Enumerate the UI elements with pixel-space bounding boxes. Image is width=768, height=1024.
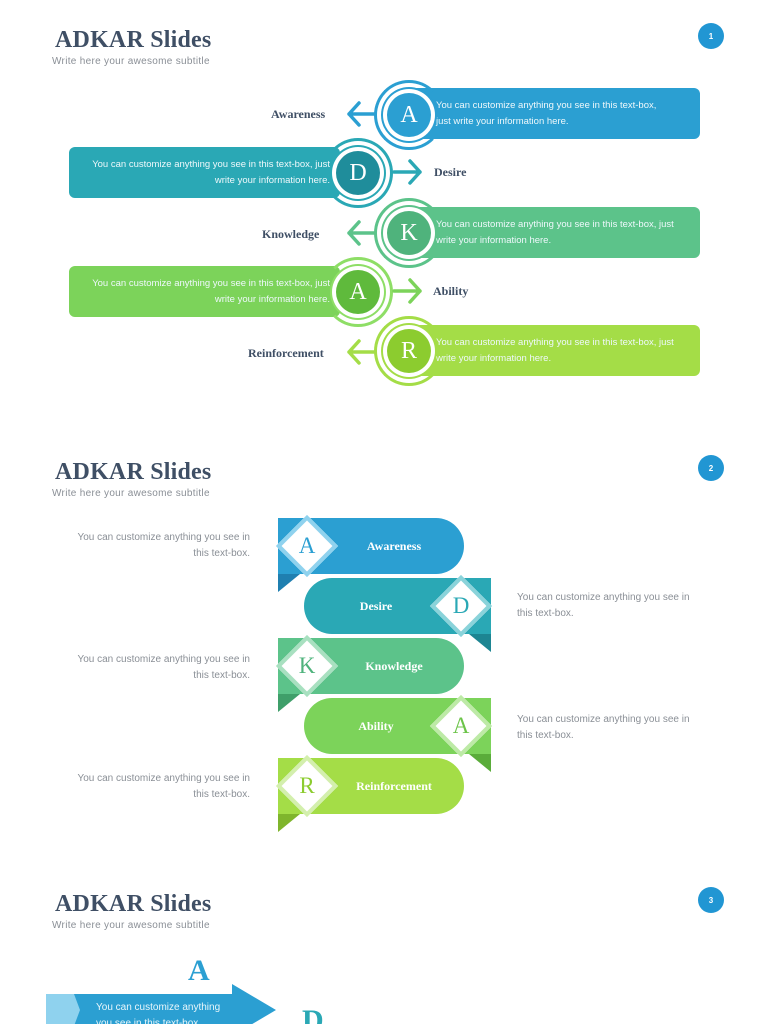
page-number-badge: 2 <box>698 455 724 481</box>
slide-subtitle: Write here your awesome subtitle <box>52 920 210 931</box>
left-arrow-icon <box>347 101 377 127</box>
slide-title: ADKAR Slides <box>55 891 212 917</box>
reinforcement-letter-disc: R <box>387 329 431 373</box>
slide-subtitle: Write here your awesome subtitle <box>52 56 210 67</box>
diamond-letter: A <box>452 713 470 738</box>
slide-1: ADKAR Slides Write here your awesome sub… <box>0 0 768 432</box>
desire-ring <box>323 138 393 208</box>
diamond-letter: A <box>298 533 316 558</box>
text-line: You can customize anything you see in <box>77 532 250 543</box>
left-arrow-icon <box>347 339 377 365</box>
desire-label: Desire <box>434 165 467 179</box>
awareness-description: You can customize anything you see in thi… <box>70 530 250 562</box>
reinforcement-fold <box>278 814 300 832</box>
awareness-label: Awareness <box>271 107 326 121</box>
text-line: You can customize anything you see in th… <box>436 218 674 230</box>
page-number-badge: 3 <box>698 887 724 913</box>
ability-diamond: A <box>429 694 493 758</box>
text-line: this text-box. <box>517 730 574 741</box>
awareness-arrow-banner <box>46 984 276 1024</box>
ability-label: Ability <box>433 284 469 298</box>
slide-title: ADKAR Slides <box>55 459 212 485</box>
text-line: just write your information here. <box>436 115 569 127</box>
text-line: You can customize anything you see in th… <box>436 336 674 348</box>
awareness-diamond: A <box>275 514 339 578</box>
text-line: You can customize anything <box>96 1002 221 1013</box>
text-line: You can customize anything you see in <box>77 654 250 665</box>
text-line: write your information here. <box>214 174 330 186</box>
desire-diamond: D <box>429 574 493 638</box>
text-line: this text-box. <box>193 789 250 800</box>
ability-description: You can customize anything you see in thi… <box>517 712 697 744</box>
desire-text-box: You can customize anything you see in th… <box>69 147 340 198</box>
desire-fold <box>469 634 491 652</box>
reinforcement-diamond: R <box>275 754 339 818</box>
text-line: You can customize anything you see in <box>517 714 690 725</box>
reinforcement-description: You can customize anything you see in thi… <box>70 771 250 803</box>
awareness-big-letter: A <box>188 954 210 987</box>
knowledge-description: You can customize anything you see in thi… <box>70 652 250 684</box>
slide-title: ADKAR Slides <box>55 27 212 53</box>
ability-letter-disc: A <box>336 270 380 314</box>
reinforcement-text-box: You can customize anything you see in th… <box>400 325 700 376</box>
desire-big-letter: D <box>302 1004 324 1024</box>
slide-2: ADKAR Slides Write here your awesome sub… <box>0 432 768 864</box>
diamond-letter: R <box>299 773 315 798</box>
slide-subtitle: Write here your awesome subtitle <box>52 488 210 499</box>
ability-ring <box>323 257 393 327</box>
knowledge-letter-disc: K <box>387 211 431 255</box>
text-line: write your information here. <box>436 352 552 364</box>
awareness-fold <box>278 574 300 592</box>
text-line: You can customize anything you see in th… <box>436 99 657 111</box>
diamond-letter: K <box>298 653 316 678</box>
page-number-badge: 1 <box>698 23 724 49</box>
awareness-text-box: You can customize anything you see in th… <box>400 88 700 139</box>
text-line: You can customize anything you see in th… <box>92 158 330 170</box>
text-line: You can customize anything you see in th… <box>92 277 330 289</box>
ability-fold <box>469 754 491 772</box>
reinforcement-label: Reinforcement <box>248 346 324 360</box>
knowledge-diamond: K <box>275 634 339 698</box>
slide-3: ADKAR Slides Write here your awesome sub… <box>0 864 768 1024</box>
awareness-letter-disc: A <box>387 93 431 137</box>
text-line: write your information here. <box>214 293 330 305</box>
ability-text-box: You can customize anything you see in th… <box>69 266 340 317</box>
desire-letter-disc: D <box>336 151 380 195</box>
right-arrow-icon <box>392 159 422 185</box>
text-line: write your information here. <box>436 234 552 246</box>
knowledge-fold <box>278 694 300 712</box>
text-line: You can customize anything you see in <box>77 773 250 784</box>
knowledge-text-box: You can customize anything you see in th… <box>400 207 700 258</box>
desire-description: You can customize anything you see in thi… <box>517 590 697 622</box>
right-arrow-icon <box>392 278 422 304</box>
text-line: this text-box. <box>193 548 250 559</box>
knowledge-label: Knowledge <box>262 227 320 241</box>
left-arrow-icon <box>347 220 377 246</box>
text-line: you see in this text-box. <box>96 1018 202 1024</box>
text-line: this text-box. <box>193 670 250 681</box>
awareness-text-box: You can customize anything you see in th… <box>96 1000 236 1024</box>
diamond-letter: D <box>452 593 470 618</box>
text-line: this text-box. <box>517 608 574 619</box>
text-line: You can customize anything you see in <box>517 592 690 603</box>
